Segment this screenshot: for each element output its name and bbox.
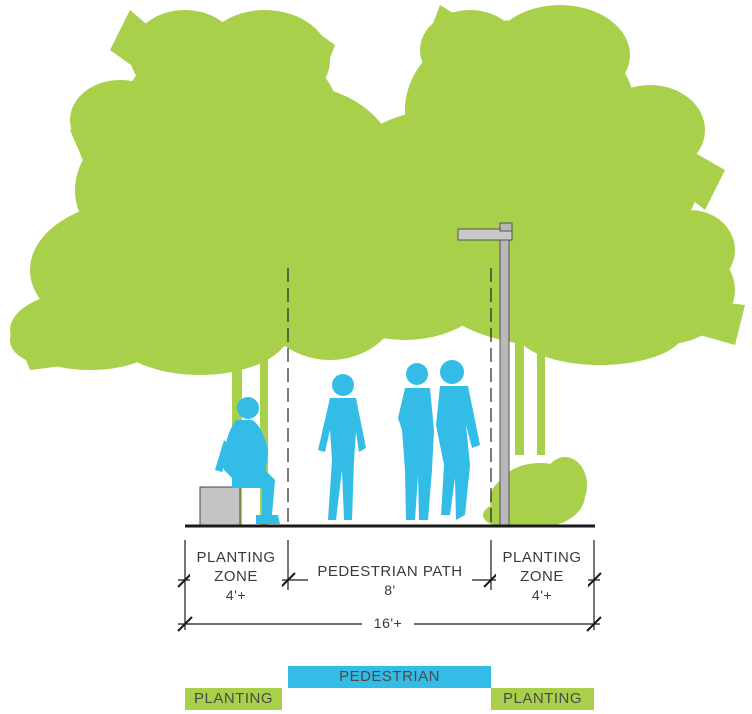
- zone-boundaries: [287, 268, 492, 527]
- right-zone-line1: PLANTING: [502, 549, 582, 566]
- center-zone-width: 8': [384, 582, 396, 598]
- tree-canopy-right: [310, 5, 745, 455]
- center-zone-line1: PEDESTRIAN PATH: [317, 563, 463, 580]
- right-zone-line2: ZONE: [520, 568, 564, 585]
- center-zone-label: PEDESTRIAN PATH 8': [308, 562, 472, 600]
- right-zone-width: 4'+: [531, 587, 553, 603]
- legend-pedestrian-bar: PEDESTRIAN: [288, 666, 491, 688]
- left-zone-line2: ZONE: [214, 568, 258, 585]
- shrub: [483, 457, 587, 527]
- left-zone-width: 4'+: [225, 587, 247, 603]
- bench: [199, 486, 241, 527]
- legend-planting-left-bar: PLANTING: [185, 688, 282, 710]
- left-zone-line1: PLANTING: [196, 549, 276, 566]
- total-width-label: 16'+: [362, 614, 414, 633]
- person-pair: [398, 360, 480, 520]
- legend-planting-right-bar: PLANTING: [491, 688, 594, 710]
- person-walking: [318, 374, 366, 520]
- person-seated: [215, 397, 280, 524]
- left-zone-label: PLANTING ZONE 4'+: [190, 548, 282, 605]
- right-zone-label: PLANTING ZONE 4'+: [496, 548, 588, 605]
